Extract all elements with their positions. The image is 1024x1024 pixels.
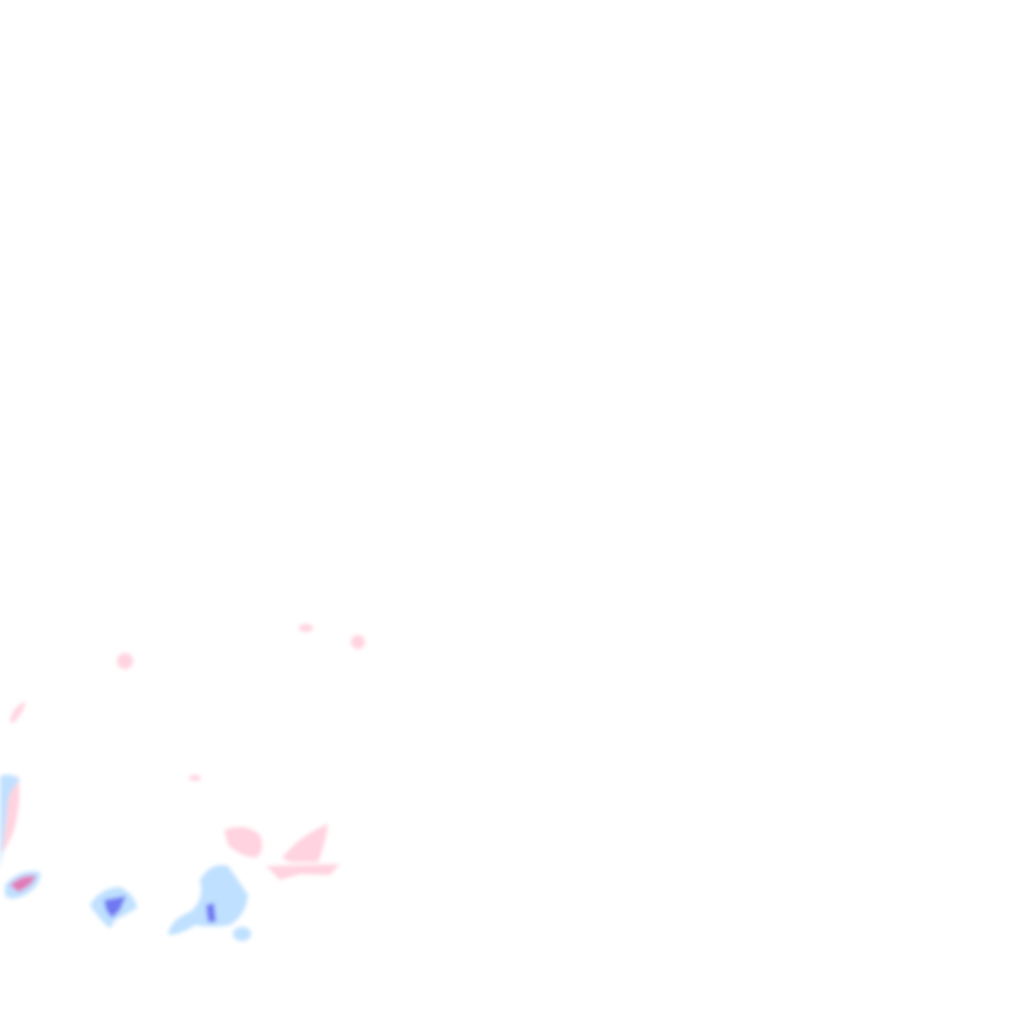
precip-cell (189, 775, 201, 781)
precip-cell (233, 927, 251, 941)
precip-cell (224, 826, 263, 858)
precip-cell (168, 865, 248, 935)
precip-cell (117, 653, 133, 669)
precip-cell (282, 824, 328, 862)
precip-core (206, 903, 216, 922)
precip-core (10, 875, 36, 892)
precip-core (104, 896, 126, 918)
precip-cell (351, 635, 365, 649)
precip-cell (266, 864, 340, 880)
precip-cell (299, 624, 313, 632)
precip-cell (10, 702, 26, 724)
precip-cell (0, 774, 20, 870)
